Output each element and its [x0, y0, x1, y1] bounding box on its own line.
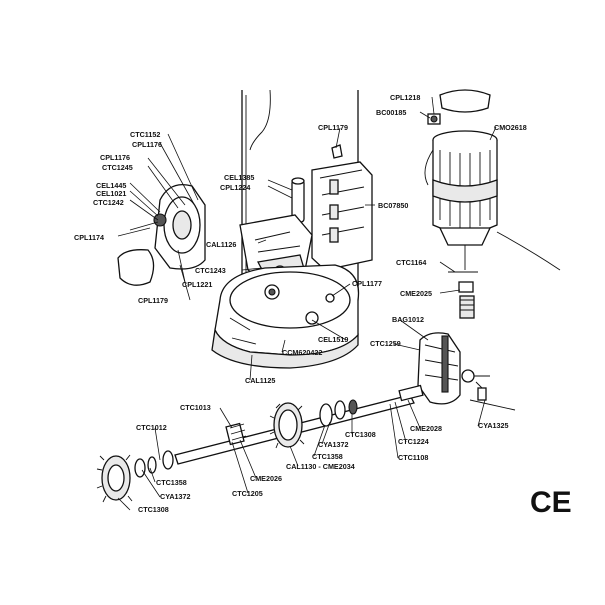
label-cal1126: CAL1126: [206, 240, 236, 249]
label-bc00185: BC00185: [376, 108, 406, 117]
left-small-gear: [96, 454, 133, 503]
left-rings: [134, 450, 174, 478]
label-cpl1176: CPL1176: [132, 140, 162, 149]
pump-base: [211, 264, 360, 369]
bearing-ring: [319, 399, 358, 427]
label-ccm620422: CCM620422: [282, 348, 322, 357]
label-cpl1174: CPL1174: [74, 233, 104, 242]
large-gear: [269, 402, 305, 449]
label-bag1012: BAG1012: [392, 315, 424, 324]
top-cap: [331, 144, 343, 159]
label-ctc1013: CTC1013: [180, 403, 211, 412]
label-cpl1179: CPL1179: [138, 296, 168, 305]
label-cel1519: CEL1519: [318, 335, 348, 344]
label-ctc1012: CTC1012: [136, 423, 167, 432]
label-cpl1176: CPL1176: [100, 153, 130, 162]
label-cya1372: CYA1372: [318, 440, 349, 449]
label-cpl1218: CPL1218: [390, 93, 420, 102]
label-cpl1221: CPL1221: [182, 280, 212, 289]
label-ctc1205: CTC1205: [232, 489, 263, 498]
label-cal1125: CAL1125: [245, 376, 275, 385]
right-shaft-end: [398, 384, 424, 402]
label-ctc1242: CTC1242: [93, 198, 124, 207]
label-cme2026: CME2026: [250, 474, 282, 483]
label-ctc1358: CTC1358: [312, 452, 343, 461]
label-cel1385: CEL1385: [224, 173, 254, 182]
electrical-box: [311, 161, 373, 271]
label-ctc1164: CTC1164: [396, 258, 426, 267]
label-cmo2618: CMO2618: [494, 123, 527, 132]
part-labels: CTC1152 CPL1176 CPL1176 CTC1245 CEL1445 …: [74, 93, 527, 514]
right-motor: [424, 89, 561, 271]
spring-screw: [448, 271, 478, 319]
label-cme2025: CME2025: [400, 289, 432, 298]
label-ctc1308: CTC1308: [345, 430, 376, 439]
label-cel1021: CEL1021: [96, 189, 126, 198]
label-ctc1243: CTC1243: [195, 266, 226, 275]
label-ctc1245: CTC1245: [102, 163, 133, 172]
label-ctc1308: CTC1308: [138, 505, 169, 514]
ce-mark: CE: [530, 486, 572, 519]
label-cpl1177: CPL1177: [352, 279, 382, 288]
small-cylinder: [291, 177, 305, 223]
label-ctc1358: CTC1358: [156, 478, 187, 487]
label-ctc1152: CTC1152: [130, 130, 160, 139]
label-cme2028: CME2028: [410, 424, 442, 433]
label-bc07850: BC07850: [378, 201, 408, 210]
label-cya1325: CYA1325: [478, 421, 509, 430]
label-cpl1224: CPL1224: [220, 183, 250, 192]
label-cpl1179: CPL1179: [318, 123, 348, 132]
right-pump-assembly: [417, 332, 516, 411]
label-cya1372: CYA1372: [160, 492, 191, 501]
label-cel1445: CEL1445: [96, 181, 126, 190]
label-ctc1108: CTC1108: [398, 453, 428, 462]
left-pump-head: [117, 183, 206, 286]
label-ctc1224: CTC1224: [398, 437, 429, 446]
label-cal1130: CAL1130 - CME2034: [286, 462, 355, 471]
motor-connector: [427, 113, 441, 125]
shaft-sleeve: [225, 422, 247, 446]
label-ctc1259: CTC1259: [370, 339, 401, 348]
leader-lines: [117, 96, 497, 511]
